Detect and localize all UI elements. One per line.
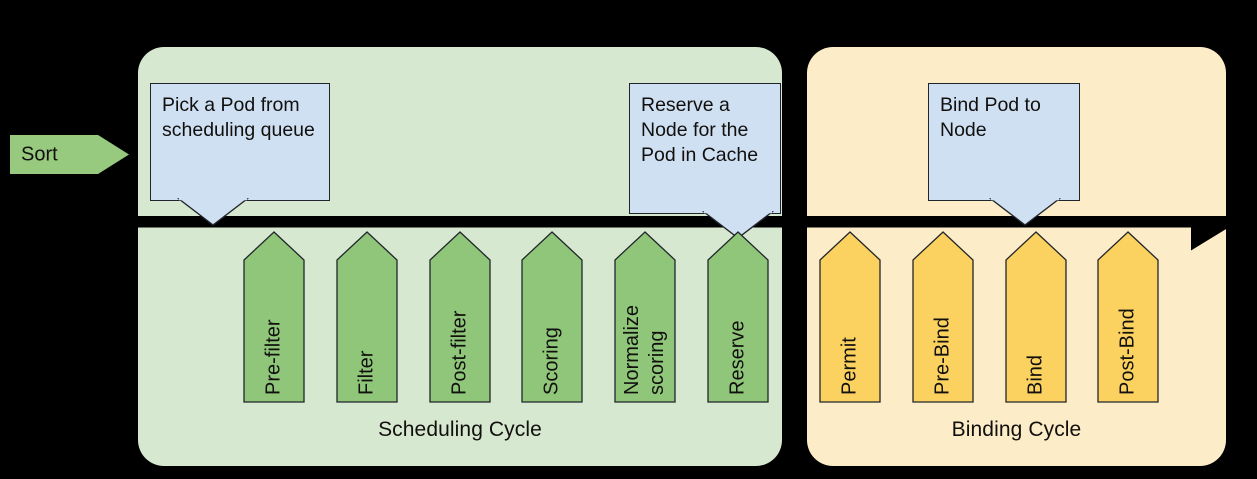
stage-arrow-permit: Permit bbox=[819, 231, 881, 403]
stage-arrow-scoring: Scoring bbox=[521, 231, 583, 403]
callout-pick-a-pod: Pick a Pod from scheduling queue bbox=[150, 83, 330, 226]
stage-arrow-pre-filter: Pre-filter bbox=[243, 231, 305, 403]
callout-bind-pod-to-node-tail bbox=[988, 197, 1062, 226]
stage-arrow-shape bbox=[243, 231, 305, 403]
stage-arrow-pre-bind: Pre-Bind bbox=[912, 231, 974, 403]
stage-arrow-label: Post-filter bbox=[448, 310, 471, 395]
callout-bind-pod-to-node-text: Bind Pod to Node bbox=[940, 94, 1041, 141]
callout-pick-a-pod-text: Pick a Pod from scheduling queue bbox=[162, 94, 315, 141]
stage-arrow-shape bbox=[1097, 231, 1159, 403]
stage-arrow-post-bind: Post-Bind bbox=[1097, 231, 1159, 403]
sort-stage-arrow: Sort bbox=[10, 135, 129, 174]
callout-reserve-a-node-text: Reserve a Node for the Pod in Cache bbox=[641, 94, 759, 166]
scheduling-cycle-caption: Scheduling Cycle bbox=[378, 418, 542, 441]
callout-reserve-a-node: Reserve a Node for the Pod in Cache bbox=[629, 83, 781, 239]
stage-arrow-label: Reserve bbox=[726, 320, 749, 395]
stage-arrow-shape bbox=[707, 231, 769, 403]
stage-arrow-shape bbox=[336, 231, 398, 403]
stage-arrow-filter: Filter bbox=[336, 231, 398, 403]
stage-arrow-shape bbox=[521, 231, 583, 403]
callout-bind-pod-to-node: Bind Pod to Node bbox=[928, 83, 1080, 226]
stage-arrow-shape bbox=[429, 231, 491, 403]
callout-reserve-a-node-tail bbox=[701, 210, 775, 239]
stage-arrow-label: Bind bbox=[1024, 354, 1047, 395]
stage-arrow-shape bbox=[1005, 231, 1067, 403]
stage-arrow-label: Scoring bbox=[540, 327, 563, 395]
stage-arrow-post-filter: Post-filter bbox=[429, 231, 491, 403]
stage-arrow-reserve: Reserve bbox=[707, 231, 769, 403]
stage-arrow-label: Post-Bind bbox=[1116, 308, 1139, 395]
stage-arrow-label: Permit bbox=[838, 337, 861, 395]
binding-cycle-caption: Binding Cycle bbox=[951, 418, 1082, 441]
sort-label: Sort bbox=[21, 143, 58, 165]
callout-pick-a-pod-tail bbox=[176, 197, 250, 226]
stage-arrow-shape bbox=[614, 231, 676, 403]
stage-arrow-label: Pre-filter bbox=[262, 319, 285, 395]
stage-arrow-shape bbox=[912, 231, 974, 403]
stage-arrow-label: Pre-Bind bbox=[931, 317, 954, 395]
stage-arrow-label: Filter bbox=[355, 350, 378, 395]
stage-arrow-bind: Bind bbox=[1005, 231, 1067, 403]
stage-arrow-shape bbox=[819, 231, 881, 403]
